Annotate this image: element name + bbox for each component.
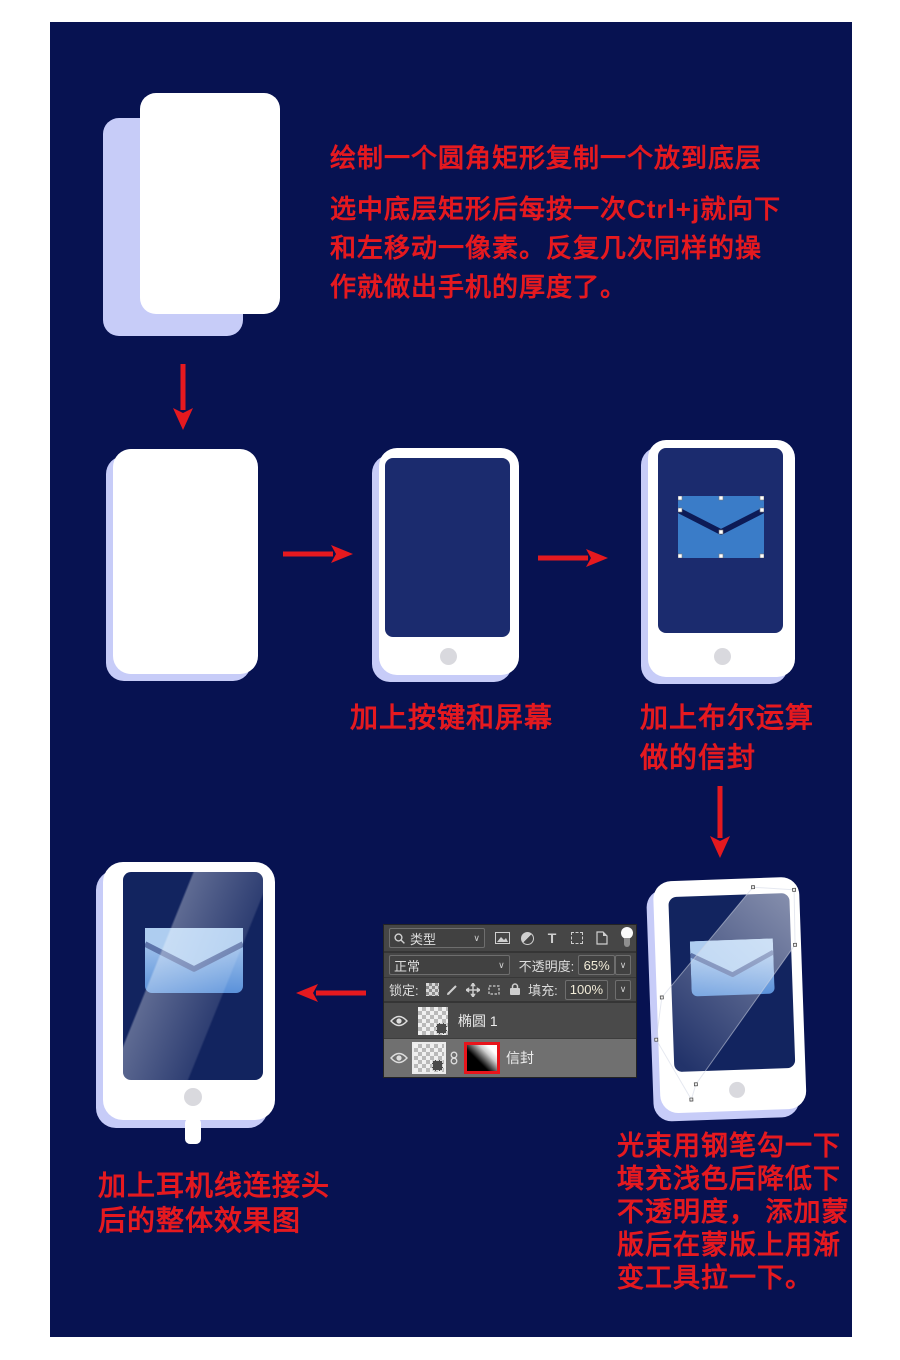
layer-name[interactable]: 椭圆 1 bbox=[458, 1012, 498, 1029]
caption-gloss-note: 光束用钢笔勾一下 填充浅色后降低下 不透明度， 添加蒙 版后在蒙版上用渐 变工具… bbox=[617, 1130, 850, 1295]
blend-row: 正常 ∨ 不透明度: 65% ∨ bbox=[384, 953, 636, 978]
arrow-left-icon bbox=[296, 984, 366, 1002]
light-beam-path bbox=[654, 885, 797, 1102]
caption-line: 版后在蒙版上用渐 bbox=[617, 1230, 841, 1260]
layer-filter-dropdown[interactable]: 类型 ∨ bbox=[389, 928, 485, 948]
pixel-layer-filter-icon[interactable] bbox=[494, 930, 510, 946]
caption-line: 变工具拉一下。 bbox=[617, 1263, 813, 1293]
visibility-eye-icon[interactable] bbox=[390, 1015, 408, 1027]
lock-transparency-icon[interactable] bbox=[425, 982, 439, 998]
caption-screen-button: 加上按键和屏幕 bbox=[350, 702, 554, 733]
phone-body bbox=[113, 449, 258, 674]
lock-move-icon[interactable] bbox=[465, 982, 480, 998]
caption-line: 加上耳机线连接头 bbox=[98, 1170, 331, 1201]
tutorial-canvas: 绘制一个圆角矩形复制一个放到底层 选中底层矩形后每按一次Ctrl+j就向下 和左… bbox=[50, 22, 852, 1337]
intro-paragraph-line: 选中底层矩形后每按一次Ctrl+j就向下 bbox=[330, 194, 782, 224]
caption-line: 后的整体效果图 bbox=[98, 1205, 302, 1236]
lock-artboard-icon[interactable] bbox=[487, 982, 501, 998]
phone-screen bbox=[385, 458, 510, 637]
chevron-down-icon: ∨ bbox=[619, 959, 627, 970]
arrow-down-icon bbox=[710, 786, 730, 858]
shape-layer-badge-icon bbox=[432, 1060, 443, 1071]
opacity-label: 不透明度: bbox=[518, 958, 575, 974]
blend-mode-dropdown[interactable]: 正常 ∨ bbox=[389, 955, 510, 975]
smart-object-filter-icon[interactable] bbox=[594, 930, 610, 946]
phone-screen bbox=[123, 872, 263, 1080]
caption-line: 不透明度， 添加蒙 bbox=[617, 1197, 850, 1227]
visibility-eye-icon[interactable] bbox=[390, 1052, 408, 1064]
layer-row-envelope[interactable]: 信封 bbox=[384, 1039, 636, 1077]
caption-line: 填充浅色后降低下 bbox=[617, 1164, 841, 1194]
lock-label: 锁定: bbox=[389, 983, 419, 998]
home-button bbox=[440, 648, 457, 665]
caption-line: 光束用钢笔勾一下 bbox=[617, 1131, 841, 1161]
opacity-value[interactable]: 65% bbox=[578, 955, 615, 975]
opacity-dropdown-button[interactable]: ∨ bbox=[615, 955, 631, 975]
intro-paragraph-line: 和左移动一像素。反复几次同样的操 bbox=[330, 233, 763, 263]
layer-thumbnail[interactable] bbox=[418, 1006, 448, 1035]
home-button bbox=[184, 1088, 202, 1106]
arrow-right-icon bbox=[283, 545, 353, 563]
lock-all-icon[interactable] bbox=[508, 982, 521, 998]
caption-line: 做的信封 bbox=[640, 742, 757, 773]
envelope-icon bbox=[678, 496, 764, 558]
fill-value[interactable]: 100% bbox=[564, 979, 609, 1000]
envelope-light-icon bbox=[145, 928, 243, 993]
layers-panel: 类型 ∨ T 正常 ∨ bbox=[383, 924, 637, 1078]
lock-brush-icon[interactable] bbox=[446, 982, 459, 998]
phone-glossy bbox=[646, 874, 821, 1130]
layer-row-ellipse[interactable]: 椭圆 1 bbox=[384, 1003, 636, 1039]
phone-with-screen bbox=[372, 448, 519, 682]
chevron-down-icon: ∨ bbox=[619, 984, 627, 994]
layer-mask-thumbnail[interactable] bbox=[464, 1042, 500, 1074]
shape-layer-filter-icon[interactable] bbox=[569, 930, 585, 946]
mask-link-icon[interactable] bbox=[450, 1051, 458, 1065]
phone-basic bbox=[106, 449, 258, 681]
intro-line: 绘制一个圆角矩形复制一个放到底层 bbox=[330, 143, 763, 173]
search-icon bbox=[394, 932, 405, 944]
phone-final bbox=[96, 860, 282, 1150]
layer-name[interactable]: 信封 bbox=[506, 1050, 534, 1066]
fill-dropdown-button[interactable]: ∨ bbox=[615, 979, 632, 1000]
filter-type-label: 类型 bbox=[410, 931, 437, 947]
caption-line: 加上布尔运算 bbox=[640, 702, 815, 733]
anchor-points bbox=[678, 496, 764, 558]
adjustment-layer-filter-icon[interactable] bbox=[519, 930, 535, 946]
arrow-down-icon bbox=[173, 364, 193, 430]
arrow-right-icon bbox=[538, 549, 608, 567]
scrollbar-knob[interactable] bbox=[621, 927, 633, 947]
duplicated-rect-front bbox=[140, 93, 280, 314]
type-layer-filter-icon[interactable]: T bbox=[547, 930, 557, 946]
anchor-points bbox=[654, 885, 797, 1102]
shape-layer-badge-icon bbox=[436, 1022, 447, 1034]
caption-final-result: 加上耳机线连接头 后的整体效果图 bbox=[98, 1168, 330, 1238]
layer-thumbnail[interactable] bbox=[414, 1044, 444, 1072]
headphone-plug bbox=[185, 1118, 201, 1144]
blend-mode-value: 正常 bbox=[394, 958, 421, 974]
layer-filter-row: 类型 ∨ T bbox=[384, 925, 636, 953]
intro-paragraph-line: 作就做出手机的厚度了。 bbox=[330, 272, 628, 302]
chevron-down-icon: ∨ bbox=[498, 959, 505, 970]
caption-boolean-envelope: 加上布尔运算 做的信封 bbox=[640, 698, 814, 778]
phone-with-envelope bbox=[641, 440, 795, 684]
home-button bbox=[714, 648, 731, 665]
chevron-down-icon: ∨ bbox=[473, 932, 480, 943]
intro-paragraph: 选中底层矩形后每按一次Ctrl+j就向下 和左移动一像素。反复几次同样的操 作就… bbox=[330, 190, 781, 307]
lock-row: 锁定: bbox=[384, 978, 636, 1003]
fill-label: 填充: bbox=[528, 983, 558, 998]
